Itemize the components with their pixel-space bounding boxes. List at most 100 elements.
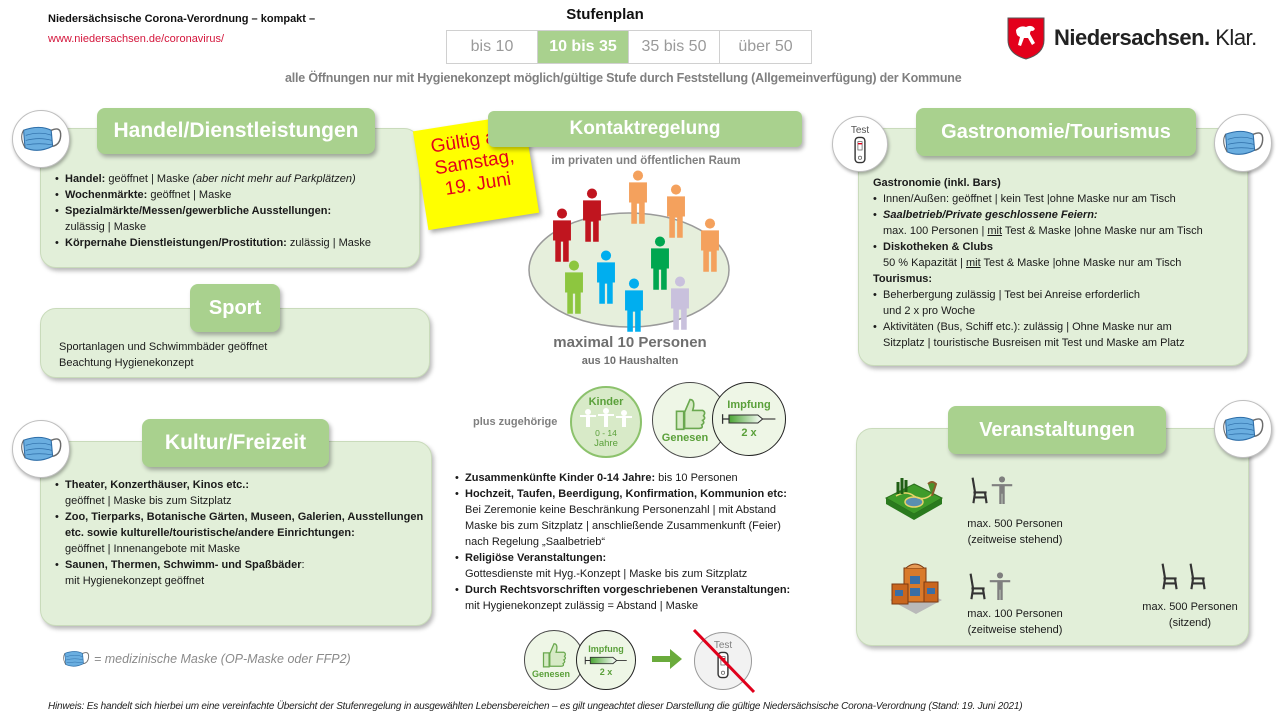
veranstaltungen-title: Veranstaltungen (948, 406, 1166, 454)
person-icon (580, 188, 604, 244)
thumbs-up-icon (540, 641, 568, 669)
indoor-capacity-count: max. 100 Personen (967, 608, 1063, 620)
list-item: Spezialmärkte/Messen/gewerbliche Ausstel… (55, 203, 415, 235)
outdoor-capacity: max. 500 Personen (zeitweise stehend) (950, 516, 1080, 548)
impfung-count: 2 x (599, 666, 613, 677)
person-icon (668, 276, 692, 332)
sport-line: Sportanlagen und Schwimmbäder geöffnet (59, 341, 268, 353)
kontakt-subtitle: im privaten und öffentlichen Raum (551, 155, 741, 167)
children-icon (580, 407, 632, 427)
mask-legend: = medizinische Maske (OP-Maske oder FFP2… (62, 648, 351, 670)
chair-standing-icon (969, 572, 1011, 600)
list-item: Handel: geöffnet | Maske (aber nicht meh… (55, 171, 415, 187)
niedersachsen-logo[interactable]: Niedersachsen. Klar. (1006, 16, 1257, 60)
kontakt-list: Zusammenkünfte Kinder 0-14 Jahre: bis 10… (455, 470, 835, 614)
strike-through-icon (692, 628, 756, 694)
person-icon (626, 170, 650, 226)
syringe-icon (721, 411, 777, 427)
list-item: Körpernahe Dienstleistungen/Prostitution… (55, 235, 415, 251)
mask-badge-kultur (12, 420, 70, 478)
list-item: Beherbergung zulässig | Test bei Anreise… (873, 287, 1243, 319)
list-item: Theater, Konzerthäuser, Kinos etc.:geöff… (55, 477, 425, 509)
impfung-label: Impfung (588, 643, 624, 654)
arrow-right-icon (652, 649, 682, 669)
person-icon (622, 278, 646, 334)
genesen-label: Genesen (661, 432, 709, 444)
seated-capacity: max. 500 Personen (sitzend) (1130, 599, 1250, 631)
handel-list: Handel: geöffnet | Maske (aber nicht meh… (55, 171, 415, 251)
two-chairs-icon (1161, 562, 1206, 590)
gastro-title: Gastronomie/Tourismus (916, 108, 1196, 156)
stufenplan-tabs: bis 10 10 bis 35 35 bis 50 über 50 (446, 30, 812, 64)
rapid-test-icon (853, 136, 867, 164)
sport-line: Beachtung Hygienekonzept (59, 357, 194, 369)
test-label: Test (850, 124, 870, 136)
kinder-badge: Kinder 0 - 14 Jahre (570, 386, 642, 458)
person-icon (698, 218, 722, 274)
kinder-age-unit: Jahre (594, 437, 618, 449)
list-item: Aktivitäten (Bus, Schiff etc.): zulässig… (873, 319, 1243, 351)
list-item: Zoo, Tierparks, Botanische Gärten, Musee… (55, 509, 425, 557)
genesen-label: Genesen (531, 669, 571, 679)
kinder-title: Kinder (588, 395, 624, 408)
kontakt-households: aus 10 Haushalten (581, 355, 679, 367)
seated-capacity-note: (sitzend) (1168, 617, 1212, 629)
logo-text: Niedersachsen. Klar. (1054, 25, 1257, 50)
impfung-badge: Impfung 2 x (712, 382, 786, 456)
stufe-10-bis-35[interactable]: 10 bis 35 (538, 31, 629, 63)
stufe-35-bis-50[interactable]: 35 bis 50 (629, 31, 720, 63)
list-item: Zusammenkünfte Kinder 0-14 Jahre: bis 10… (455, 470, 835, 486)
kinder-age: 0 - 14 (595, 427, 617, 438)
indoor-building-icon (890, 563, 942, 614)
stufe-ueber-50[interactable]: über 50 (720, 31, 811, 63)
kontakt-title: Kontaktregelung (488, 111, 802, 147)
person-icon (562, 260, 586, 316)
mask-badge-gastro (1214, 114, 1272, 172)
handel-title: Handel/Dienstleistungen (97, 108, 375, 154)
mask-icon (1221, 413, 1265, 445)
person-icon (550, 208, 574, 264)
mask-legend-text: = medizinische Maske (OP-Maske oder FFP2… (94, 652, 351, 666)
impfung-badge-small: Impfung 2 x (576, 630, 636, 690)
kultur-list: Theater, Konzerthäuser, Kinos etc.:geöff… (55, 477, 425, 589)
outdoor-capacity-note: (zeitweise stehend) (967, 534, 1063, 546)
indoor-capacity: max. 100 Personen (zeitweise stehend) (950, 606, 1080, 638)
list-item: Religiöse Veranstaltungen:Gottesdienste … (455, 550, 835, 582)
outdoor-park-icon (884, 478, 944, 520)
stufenplan-title: Stufenplan (566, 6, 644, 23)
gastro-content: Gastronomie (inkl. Bars) Innen/Außen: ge… (873, 175, 1243, 351)
coronavirus-link[interactable]: www.niedersachsen.de/coronavirus/ (48, 33, 225, 45)
test-label: Test (713, 639, 733, 651)
mask-badge-veranstaltungen (1214, 400, 1272, 458)
people-group (528, 160, 758, 340)
sport-text: Sportanlagen und Schwimmbäder geöffnet B… (59, 339, 267, 371)
thumbs-up-icon (672, 396, 708, 432)
outdoor-capacity-count: max. 500 Personen (967, 518, 1063, 530)
genesen-badge-small: Genesen (524, 630, 584, 690)
seated-capacity-count: max. 500 Personen (1142, 601, 1238, 613)
sport-title: Sport (190, 284, 280, 332)
list-item: Durch Rechtsvorschriften vorgeschriebene… (455, 582, 835, 614)
mask-icon (19, 433, 63, 465)
plus-label: plus zugehörige (473, 416, 558, 428)
person-icon (664, 184, 688, 240)
list-item: Diskotheken & Clubs 50 % Kapazität | mit… (873, 239, 1243, 271)
list-item: Hochzeit, Taufen, Beerdigung, Konfirmati… (455, 486, 835, 550)
kultur-title: Kultur/Freizeit (142, 419, 329, 467)
mask-icon (1221, 127, 1265, 159)
gastro-heading: Gastronomie (inkl. Bars) (873, 177, 1001, 189)
indoor-capacity-note: (zeitweise stehend) (967, 624, 1063, 636)
disclaimer-footer: Hinweis: Es handelt sich hierbei um eine… (48, 701, 1023, 712)
impfung-count: 2 x (741, 427, 757, 439)
mask-icon (62, 648, 90, 670)
mask-badge-handel (12, 110, 70, 168)
stufe-bis-10[interactable]: bis 10 (447, 31, 538, 63)
header-title: Niedersächsische Corona-Verordnung – kom… (48, 13, 316, 25)
list-item: Wochenmärkte: geöffnet | Maske (55, 187, 415, 203)
kontakt-max: maximal 10 Personen (553, 334, 707, 351)
test-badge: Test (832, 116, 888, 172)
person-icon (594, 250, 618, 306)
hygiene-subline: alle Öffnungen nur mit Hygienekonzept mö… (285, 71, 962, 85)
impfung-label: Impfung (727, 399, 771, 411)
list-item: Saalbetrieb/Private geschlossene Feiern:… (873, 207, 1243, 239)
